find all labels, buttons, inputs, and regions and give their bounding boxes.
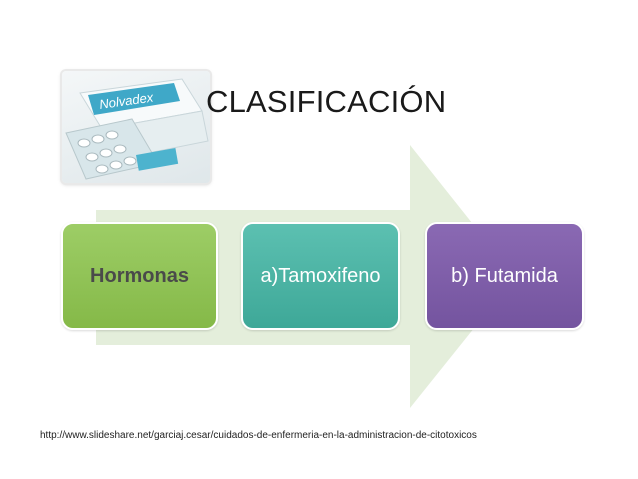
medicine-box-photo: Nolvadex [62, 71, 210, 183]
box-tamoxifeno-label: a)Tamoxifeno [260, 264, 381, 287]
box-tamoxifeno: a)Tamoxifeno [241, 222, 400, 330]
box-futamida: b) Futamida [425, 222, 584, 330]
source-url: http://www.slideshare.net/garciaj.cesar/… [40, 430, 477, 441]
box-futamida-label: b) Futamida [451, 264, 558, 287]
box-hormonas: Hormonas [61, 222, 218, 330]
box-hormonas-label: Hormonas [90, 264, 189, 287]
slide-title: CLASIFICACIÓN [206, 84, 447, 119]
